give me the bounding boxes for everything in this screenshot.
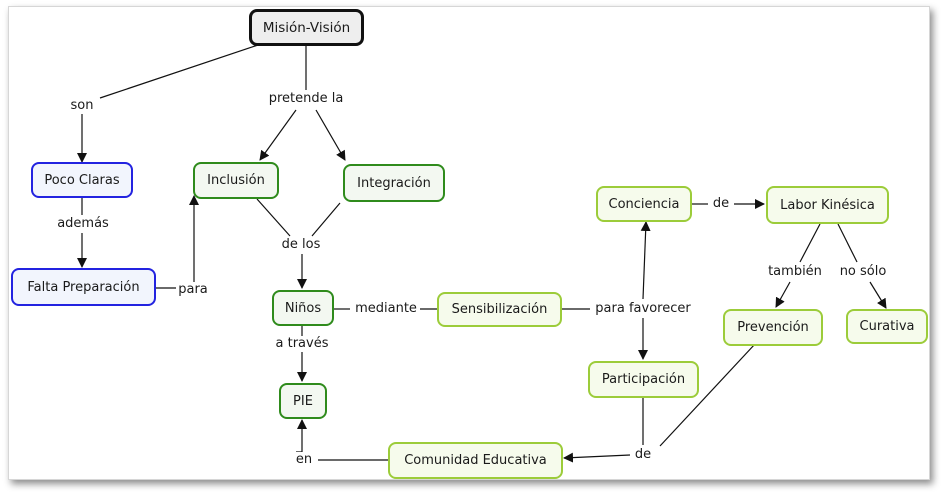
node-poco-claras[interactable]: Poco Claras: [31, 162, 133, 198]
link-label-para-favorecer: para favorecer: [593, 301, 693, 317]
node-falta-preparacion[interactable]: Falta Preparación: [11, 268, 156, 306]
edge-prevencion-de: [659, 343, 756, 447]
node-comunidad-educativa[interactable]: Comunidad Educativa: [388, 442, 563, 479]
edge-labor-nosolo: [837, 223, 858, 263]
link-label-pretende-la: pretende la: [266, 91, 346, 107]
link-label-a-traves: a través: [273, 336, 331, 352]
link-label-de-conciencia: de: [710, 196, 732, 212]
link-label-ademas: además: [55, 216, 111, 232]
edge-parafavorecer-conciencia: [640, 221, 651, 300]
node-participacion[interactable]: Participación: [588, 361, 699, 398]
link-label-son: son: [68, 98, 96, 114]
concept-map-canvas: [8, 6, 930, 480]
link-label-no-solo: no sólo: [837, 264, 889, 280]
node-sensibilizacion[interactable]: Sensibilización: [437, 292, 562, 327]
link-label-de-los: de los: [279, 237, 323, 253]
node-ninos[interactable]: Niños: [272, 290, 334, 326]
node-labor-kinesica[interactable]: Labor Kinésica: [766, 186, 889, 224]
link-label-mediante: mediante: [353, 301, 419, 317]
link-label-tambien: también: [766, 264, 824, 280]
node-mision-vision[interactable]: Misión-Visión: [249, 9, 364, 46]
link-label-en: en: [293, 452, 315, 468]
node-prevencion[interactable]: Prevención: [723, 309, 823, 346]
node-pie[interactable]: PIE: [279, 383, 327, 419]
edge-labor-tambien: [799, 223, 821, 263]
node-integracion[interactable]: Integración: [343, 164, 445, 202]
edge-pretende-inclusion: [259, 109, 297, 161]
edge-mision-son: [99, 44, 259, 99]
edge-pretende-integracion: [315, 109, 346, 161]
node-curativa[interactable]: Curativa: [846, 309, 928, 344]
node-conciencia[interactable]: Conciencia: [596, 186, 692, 222]
edge-inclusion-delos: [256, 198, 291, 237]
node-inclusion[interactable]: Inclusión: [193, 162, 279, 199]
edge-en-pie: [296, 419, 307, 453]
edge-integracion-delos: [311, 202, 341, 237]
edge-tambien-prevencion: [775, 281, 791, 308]
edge-de-comunidad: [563, 452, 631, 463]
edge-nosolo-curativa: [869, 281, 887, 309]
link-label-de-participacion: de: [632, 447, 654, 463]
link-label-para: para: [176, 282, 210, 298]
